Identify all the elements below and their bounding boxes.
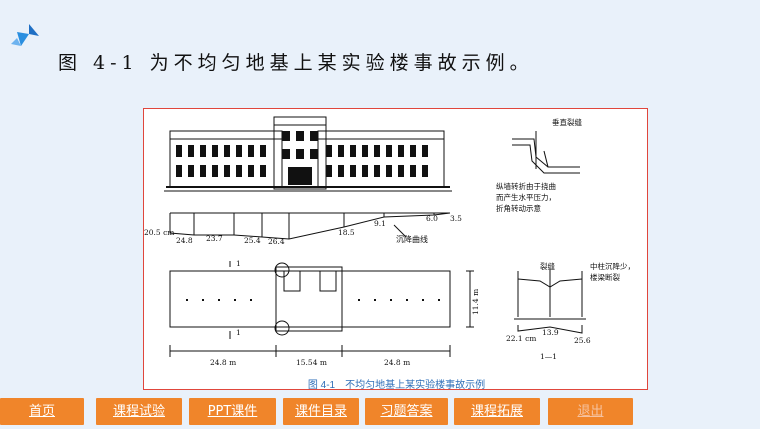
detail-labels: 垂直裂缝 纵墙转折由于挠曲 而产生水平压力， 折角转动示意 — [496, 117, 582, 213]
wall-note: 纵墙转折由于挠曲 — [496, 181, 556, 191]
bottom-navbar: 首页 课程试验 PPT课件 课件目录 习题答案 课程拓展 退出 — [0, 396, 760, 429]
section-label: 1—1 — [540, 352, 557, 361]
settlement-label: 24.8 — [176, 236, 193, 245]
plan-columns — [186, 299, 440, 301]
settlement-curve-label: 沉降曲线 — [396, 234, 428, 244]
nav-extension[interactable]: 课程拓展 — [454, 398, 540, 425]
section-mark: 1 — [236, 328, 241, 337]
wall-note: 折角转动示意 — [496, 203, 541, 213]
plan-dimension: 15.54 m — [296, 358, 327, 367]
plan-height: 11.4 m — [471, 289, 480, 315]
settlement-label: 3.5 — [450, 214, 462, 223]
settlement-label: 20.5 cm — [144, 228, 174, 237]
middle-column-note: 楼梁断裂 — [590, 272, 620, 282]
slide-title: 图 4-1 为不均匀地基上某实验楼事故示例。 — [58, 52, 534, 74]
vertical-crack-label: 垂直裂缝 — [552, 117, 582, 127]
section-settlement: 13.9 — [542, 328, 559, 337]
plan-dimension: 24.8 m — [384, 358, 410, 367]
settlement-label: 18.5 — [338, 228, 355, 237]
section-mark: 1 — [236, 259, 241, 268]
settlement-curve — [169, 212, 451, 240]
section-settlement: 22.1 cm — [506, 334, 536, 343]
settlement-label: 9.1 — [374, 219, 386, 228]
building-windows — [176, 131, 428, 185]
plan-dimension: 24.8 m — [210, 358, 236, 367]
logo-icon — [11, 24, 39, 46]
nav-exit[interactable]: 退出 — [548, 398, 633, 425]
nav-answers[interactable]: 习题答案 — [365, 398, 448, 425]
building-diagram: 20.5 cm 24.8 23.7 25.4 26.4 18.5 9.1 6.0… — [144, 116, 635, 367]
figure-caption: 图 4-1 不均匀地基上某实验楼事故示例 — [307, 380, 486, 391]
figure-panel: 20.5 cm 24.8 23.7 25.4 26.4 18.5 9.1 6.0… — [143, 108, 648, 391]
section-view — [514, 269, 586, 334]
section-labels: 裂缝 中柱沉降少， 楼梁断裂 22.1 cm 13.9 25.6 1—1 — [506, 261, 635, 361]
plan-labels: 1 1 24.8 m 15.54 m 24.8 m 11.4 m — [210, 259, 480, 367]
settlement-label: 6.0 — [426, 214, 438, 223]
middle-column-note: 中柱沉降少， — [590, 261, 635, 271]
settlement-label: 25.4 — [244, 236, 261, 245]
settlement-labels: 20.5 cm 24.8 23.7 25.4 26.4 18.5 9.1 6.0… — [144, 214, 462, 246]
settlement-label: 26.4 — [268, 237, 285, 246]
crack-detail — [512, 131, 580, 174]
settlement-label: 23.7 — [206, 234, 223, 243]
nav-course-experiment[interactable]: 课程试验 — [96, 398, 182, 425]
plan-view — [169, 261, 474, 357]
wall-note: 而产生水平压力， — [496, 192, 556, 202]
section-settlement: 25.6 — [574, 336, 591, 345]
nav-catalog[interactable]: 课件目录 — [283, 398, 359, 425]
nav-ppt[interactable]: PPT课件 — [189, 398, 276, 425]
crack-label: 裂缝 — [540, 261, 555, 271]
nav-home[interactable]: 首页 — [0, 398, 84, 425]
